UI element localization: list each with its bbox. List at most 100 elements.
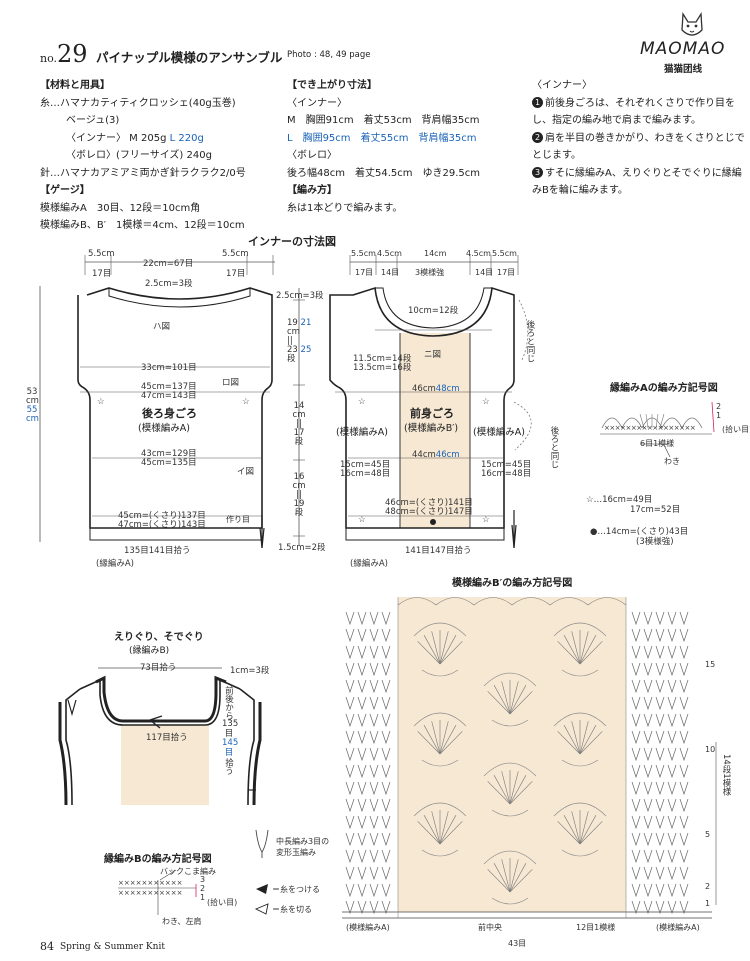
back-hem-pickup: 135目141目拾う xyxy=(124,544,190,556)
mid-upper-l-cm: 21 xyxy=(300,318,312,328)
front-tr1: 4.5cm xyxy=(466,249,491,258)
finished-bolero: 後ろ幅48cm 着丈54.5cm ゆき29.5cm xyxy=(287,167,480,179)
mid-lower-unit: cm xyxy=(292,481,306,491)
pattern-left-label: (模様編みA) xyxy=(346,923,390,932)
pattern-repeat: 14段1模様 xyxy=(721,754,731,796)
step-3-text: すそに縁編みA、えりぐりとそでぐりに縁編みBを輪に編みます。 xyxy=(532,167,742,197)
front-width-2: 44cm46cm xyxy=(412,450,460,460)
edging-b-x-row-2: ××××××××××× xyxy=(118,889,183,897)
edging-a-waki: わき xyxy=(664,457,680,466)
height-l-value: 55 xyxy=(26,405,38,415)
star-mark-back-left: ☆ xyxy=(97,397,105,407)
maomao-logo: MAOMAO 猫猫团线 xyxy=(636,8,746,78)
finished-heading: 【でき上がり寸法】 xyxy=(287,80,377,91)
back-body-name: 後ろ身ごろ xyxy=(142,407,197,420)
star-legend-l: 17cm=52目 xyxy=(630,505,681,515)
mid-hem: 1.5cm=2段 xyxy=(278,543,326,553)
front-width-4-l: 48cm=(くさり)147目 xyxy=(385,507,473,517)
back-body-pattern: (模様編みA) xyxy=(138,423,190,434)
front-s2: 14目 xyxy=(381,268,400,277)
back-hem-label: (縁編みA) xyxy=(96,559,134,569)
front-pattern-a-left: (模様編みA) xyxy=(336,427,388,438)
front-width-2-l: 46cm xyxy=(435,450,460,460)
back-width-2-m: 45cm=137目 xyxy=(141,382,197,392)
inner-l-amount: L 220g xyxy=(169,132,204,144)
gauge-b: 模様編みB、B′ 1模様＝4cm、12段＝10cm xyxy=(40,220,245,231)
front-ni-ref: ニ図 xyxy=(424,350,442,360)
pattern-b-title: 模様編みB′の編み方記号図 xyxy=(452,578,573,589)
legend-bobble-2: 変形玉編み xyxy=(276,848,316,857)
neck-mid-pickup: 117目拾う xyxy=(146,733,188,743)
cut-yarn-icon xyxy=(254,903,269,915)
mid-lower-cm: 16 xyxy=(293,472,305,482)
front-body-name: 前身ごろ xyxy=(410,407,454,420)
height-m-unit: cm xyxy=(26,396,39,406)
front-s5: 17目 xyxy=(497,268,516,277)
star-mark-left: ☆ xyxy=(358,397,366,407)
star-mark-right: ☆ xyxy=(482,397,490,407)
armhole-side-4: 145 xyxy=(222,738,239,748)
legend-cut: ＝糸を切る xyxy=(272,905,312,914)
neck-diagram-title: えりぐり、そでぐり xyxy=(114,632,204,643)
back-width-3-l: 45cm=135目 xyxy=(141,458,197,468)
star-mark-back-right: ☆ xyxy=(242,397,250,407)
finished-bolero-label: 〈ボレロ〉 xyxy=(287,150,337,161)
edging-a-chart xyxy=(600,401,715,458)
front-tr2: 5.5cm xyxy=(492,249,517,258)
inner-yarn-amount: 〈インナー〉 M 205g L 220g xyxy=(40,130,246,148)
back-width-3-m: 43cm=129目 xyxy=(141,449,197,459)
edging-b-row-1: 1 xyxy=(200,893,206,902)
issue-digits: 29 xyxy=(57,40,88,68)
inner-m-amount: 〈インナー〉 M 205g xyxy=(66,132,167,144)
mid-middle-unit: cm xyxy=(292,410,306,420)
bolero-yarn-amount: 〈ボレロ〉(フリーサイズ) 240g xyxy=(66,150,212,161)
armhole-pickup: 前後から 135 目 145 目 拾う xyxy=(222,686,239,775)
mid-shoulder: 2.5cm=3段 xyxy=(276,291,324,301)
front-s3: 3模様強 xyxy=(415,268,445,277)
edging-a-row-1: 1 xyxy=(716,411,722,420)
pattern-row-15: 15 xyxy=(705,660,716,669)
back-stitch-label: バックこま編み xyxy=(160,867,216,876)
issue-number: no.29 xyxy=(40,40,88,68)
mid-upper-l-rows: 25 xyxy=(300,345,312,355)
front-s4: 14目 xyxy=(475,268,494,277)
gauge-heading: 【ゲージ】 xyxy=(40,185,90,196)
front-pattern-a-right: (模様編みA) xyxy=(473,427,525,438)
edging-b-pickup: (拾い目) xyxy=(207,898,238,907)
edging-a-repeat: 6目1模様 xyxy=(640,439,675,448)
back-tsukurime: 作り目 xyxy=(226,515,250,524)
mid-lower-rows: 19 xyxy=(293,499,305,509)
mid-middle-cm: 14 xyxy=(293,401,305,411)
legend-attach: ＝糸をつける xyxy=(272,885,320,894)
mid-upper-eq: || xyxy=(287,336,293,346)
instructions-title: 〈インナー〉 xyxy=(532,80,592,91)
back-top-right-cm: 5.5cm xyxy=(222,249,249,259)
edging-a-x-row: ××××××××××××××××× xyxy=(604,424,696,432)
edging-a-row-2: 2 xyxy=(716,402,722,411)
edging-a-title: 縁編みAの編み方記号図 xyxy=(610,383,718,394)
neck-armhole-diagram xyxy=(58,667,262,806)
armhole-side-1: 前後から xyxy=(223,686,234,720)
front-side-m: 11.5cm=14段 xyxy=(353,354,412,364)
mid-upper-unit: cm xyxy=(287,327,300,337)
mid-lower: 16 cm || 19 段 xyxy=(292,473,306,518)
mid-upper-rows-unit: 段 xyxy=(287,354,296,364)
mid-middle-rows: 17 xyxy=(293,428,305,438)
mid-upper-m-cm: 19 xyxy=(287,318,298,328)
materials-heading: 【材料と用具】 xyxy=(40,80,110,91)
front-tl2: 4.5cm xyxy=(377,249,402,258)
step-2-text: 肩を半目の巻きかがり、わきをくさりとじでとじます。 xyxy=(532,132,745,162)
step-number-icon: 1 xyxy=(532,96,543,108)
pattern-row-10: 10 xyxy=(705,745,716,754)
front-left-m: 15cm=45目 xyxy=(340,460,391,470)
mid-middle-rows-unit: 段 xyxy=(294,437,304,447)
mid-lower-rows-unit: 段 xyxy=(294,508,304,518)
mid-lower-eq: || xyxy=(296,490,302,500)
front-neck-depth: 10cm=12段 xyxy=(408,306,459,316)
finished-m: M 胸囲91cm 着丈53cm 背肩幅35cm xyxy=(287,115,480,126)
